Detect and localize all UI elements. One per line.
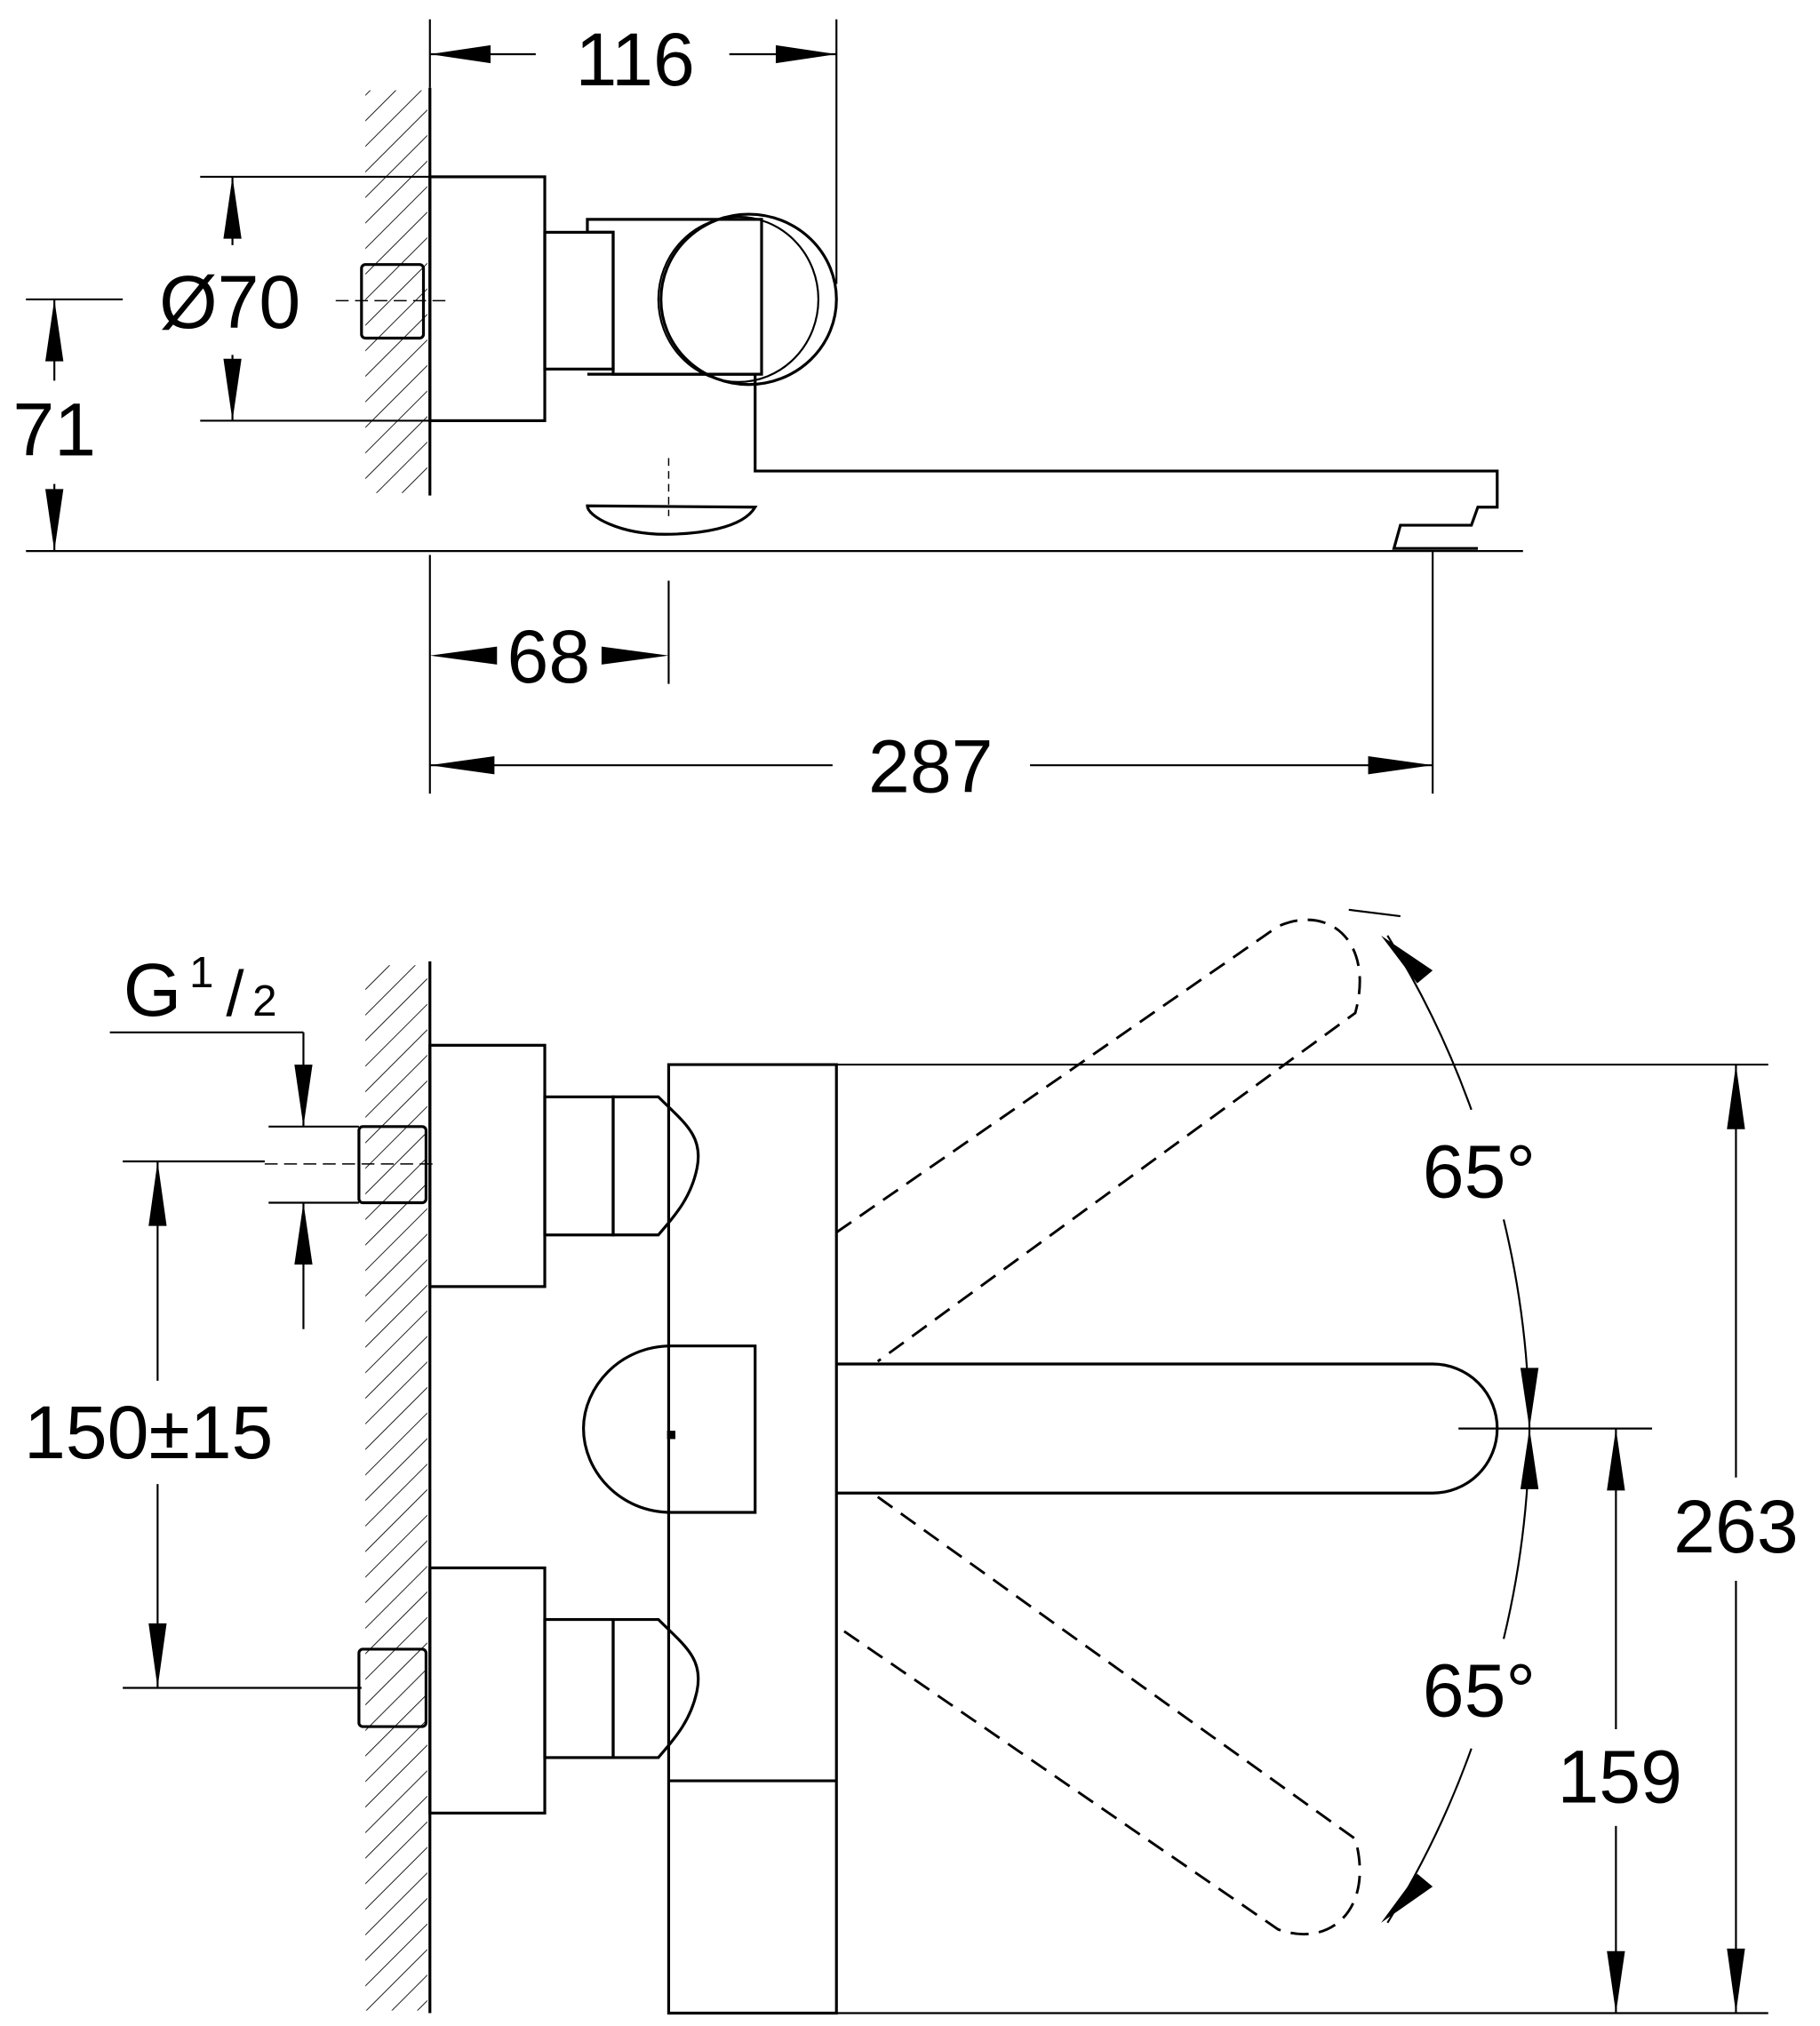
dim-150-15: 150±15 — [24, 1391, 273, 1474]
dim-68: 68 — [507, 615, 591, 698]
fraction-slash: / — [226, 958, 244, 1030]
mixer-knob — [581, 1344, 757, 1514]
spout-front — [836, 1362, 1499, 1495]
thread-label: G 1 / 2 — [124, 948, 277, 1032]
spout-upper-position — [835, 918, 1361, 1363]
dim-71: 71 — [12, 388, 96, 472]
cartridge-cap — [659, 212, 838, 387]
connector — [543, 230, 615, 371]
svg-text:1: 1 — [189, 948, 213, 997]
dim-159: 159 — [1557, 1735, 1682, 1819]
front-view: ▪ 65° 65° 263 159 G 1 / 2 150±15 — [24, 908, 1799, 2015]
top-view: 116 Ø70 71 68 287 — [12, 18, 1523, 809]
angle-lower-65: 65° — [1423, 1648, 1536, 1732]
spout-lower-position — [835, 1496, 1361, 1935]
svg-text:2: 2 — [252, 977, 276, 1025]
logo-mark-icon: ▪ — [666, 1415, 677, 1452]
spout — [586, 372, 1499, 550]
mixer-body-front — [667, 1063, 838, 2015]
lower-flange — [428, 1566, 547, 1815]
svg-text:G: G — [124, 948, 182, 1032]
dim-263: 263 — [1673, 1485, 1799, 1568]
dim-diameter-70: Ø70 — [159, 260, 300, 344]
upper-flange — [428, 1043, 547, 1288]
wall-hatching-front — [365, 965, 427, 2011]
mixer-body — [586, 218, 763, 376]
angle-upper-65: 65° — [1423, 1130, 1536, 1214]
wall-hatching — [365, 90, 427, 493]
dim-116: 116 — [576, 18, 695, 101]
flange — [428, 175, 547, 423]
dim-287: 287 — [868, 725, 994, 809]
